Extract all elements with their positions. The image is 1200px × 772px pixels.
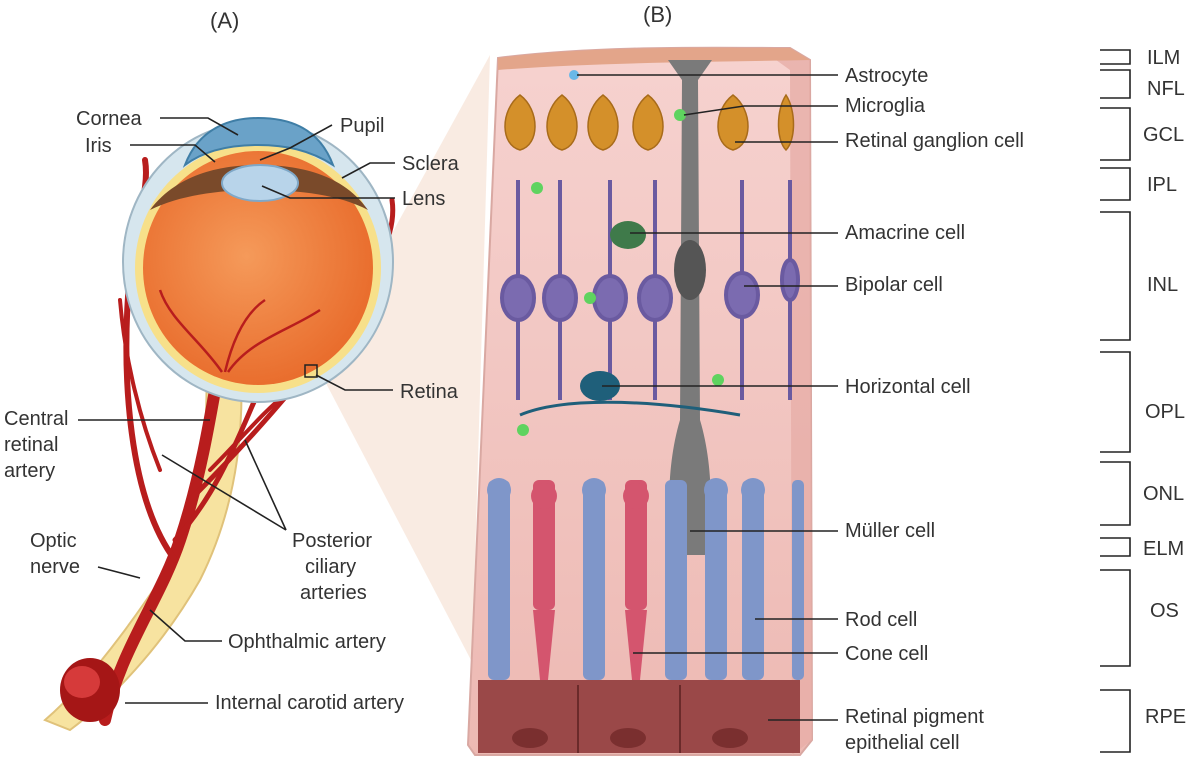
label-optic-nerve-2: nerve — [30, 556, 80, 578]
cone-cells — [531, 480, 649, 680]
leader-microglia — [683, 105, 838, 116]
layer-ilm: ILM — [1147, 47, 1180, 69]
muller-cell-shape — [668, 60, 712, 555]
leader-sclera — [341, 162, 395, 179]
layer-gcl: GCL — [1143, 124, 1184, 146]
label-posterior-ciliary-3: arteries — [300, 582, 367, 604]
label-sclera: Sclera — [402, 153, 460, 175]
layer-rpe: RPE — [1145, 706, 1186, 728]
leader-posterior-ciliary-b — [244, 439, 287, 531]
layer-opl: OPL — [1145, 401, 1185, 423]
bipolar-cells — [500, 180, 800, 400]
leader-lens — [261, 185, 395, 199]
label-muller-cell: Müller cell — [845, 520, 935, 542]
cornea-shape — [182, 116, 336, 168]
label-retina: Retina — [400, 381, 459, 403]
label-ophthalmic-artery: Ophthalmic artery — [228, 631, 386, 653]
panel-a-title: (A) — [210, 8, 239, 33]
photoreceptors — [487, 478, 804, 680]
label-posterior-ciliary-1: Posterior — [292, 530, 372, 552]
retinal-vessels — [158, 289, 321, 373]
label-optic-nerve-1: Optic — [30, 530, 77, 552]
leader-cornea — [160, 117, 239, 136]
carotid-lumen — [64, 666, 100, 698]
leader-posterior-ciliary-a — [161, 454, 287, 531]
horizontal-cell-shape — [519, 371, 741, 417]
label-rpe-cell-2: epithelial cell — [845, 732, 960, 754]
leader-pupil — [259, 124, 333, 161]
label-microglia: Microglia — [845, 95, 926, 117]
rpe-borders — [577, 685, 681, 753]
microglia-shapes — [517, 109, 724, 436]
label-bipolar-cell: Bipolar cell — [845, 274, 943, 296]
label-amacrine-cell: Amacrine cell — [845, 222, 965, 244]
ilm-top — [498, 47, 810, 70]
panel-a: (A) — [4, 8, 490, 732]
label-posterior-ciliary-2: ciliary — [305, 556, 356, 578]
layer-elm: ELM — [1143, 538, 1184, 560]
vitreous-shape — [143, 151, 373, 385]
layer-onl: ONL — [1143, 483, 1184, 505]
leader-ophthalmic-artery — [149, 609, 222, 642]
layer-inl: INL — [1147, 274, 1178, 296]
label-central-retinal-artery-2: retinal — [4, 434, 58, 456]
leader-optic-nerve — [97, 566, 141, 579]
label-cone-cell: Cone cell — [845, 643, 928, 665]
amacrine-cell-shape — [610, 221, 646, 249]
leader-retina — [315, 374, 393, 391]
lens-shape — [221, 164, 299, 202]
layer-os: OS — [1150, 600, 1179, 622]
label-lens: Lens — [402, 188, 445, 210]
ganglion-cells — [504, 93, 795, 152]
label-central-retinal-artery-3: artery — [4, 460, 55, 482]
label-astrocyte: Astrocyte — [845, 65, 928, 87]
astrocyte-shape — [569, 70, 579, 80]
label-rod-cell: Rod cell — [845, 609, 917, 631]
panel-b-title: (B) — [643, 2, 672, 27]
label-horizontal-cell: Horizontal cell — [845, 376, 971, 398]
label-pupil: Pupil — [340, 115, 384, 137]
layer-nfl: NFL — [1147, 78, 1185, 100]
rpe-cells — [512, 728, 748, 748]
retina-inset-box — [304, 364, 318, 378]
label-central-retinal-artery-1: Central — [4, 408, 68, 430]
rod-cells — [487, 478, 804, 680]
label-internal-carotid: Internal carotid artery — [215, 692, 404, 714]
layer-ipl: IPL — [1147, 174, 1177, 196]
zoom-wedge — [318, 55, 490, 662]
label-retinal-ganglion-cell: Retinal ganglion cell — [845, 130, 1024, 152]
label-cornea: Cornea — [76, 108, 142, 130]
leader-iris — [130, 144, 216, 163]
layer-brackets — [1100, 49, 1131, 753]
label-iris: Iris — [85, 135, 112, 157]
label-rpe-cell-1: Retinal pigment — [845, 706, 984, 728]
panel-b: (B) — [466, 2, 1186, 756]
